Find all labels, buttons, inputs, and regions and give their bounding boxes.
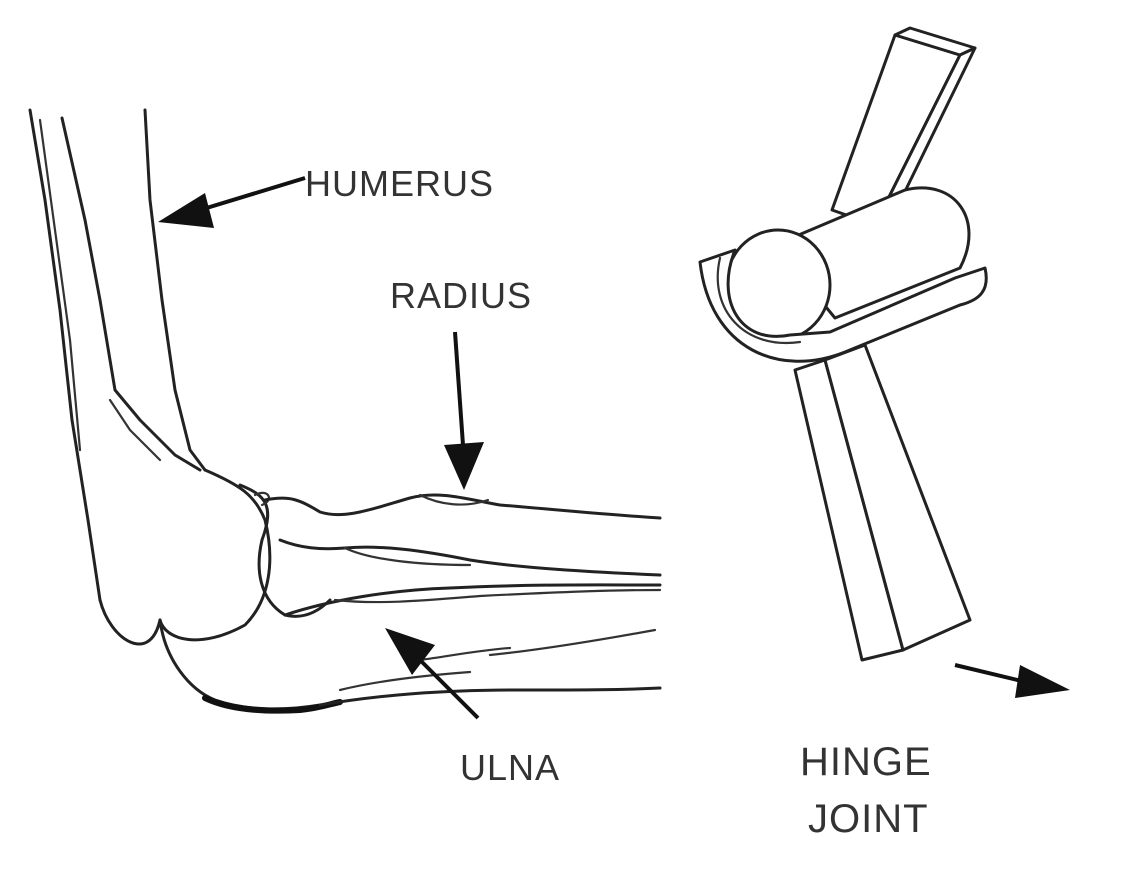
radius-label: RADIUS — [390, 275, 532, 316]
hinge-joint-model: HINGE JOINT — [698, 26, 1070, 841]
humerus-label: HUMERUS — [305, 163, 494, 204]
hinge-motion-arrow — [954, 663, 1070, 698]
hinge-label-line2: JOINT — [808, 797, 929, 841]
radius-pointer — [444, 331, 484, 490]
hinge-barrel — [724, 186, 971, 342]
humerus-bone — [28, 108, 207, 602]
ulna-pointer — [385, 628, 480, 720]
ulna-bone — [158, 583, 662, 714]
elbow-anatomy: HUMERUS RADIUS ULNA — [28, 108, 662, 788]
hinge-lower-bar — [793, 343, 972, 662]
hinge-socket — [698, 248, 988, 363]
ulna-label: ULNA — [460, 747, 560, 788]
radius-bone — [263, 493, 662, 577]
hinge-label-line1: HINGE — [800, 740, 932, 784]
elbow-joint — [98, 468, 332, 646]
humerus-pointer — [158, 176, 306, 228]
